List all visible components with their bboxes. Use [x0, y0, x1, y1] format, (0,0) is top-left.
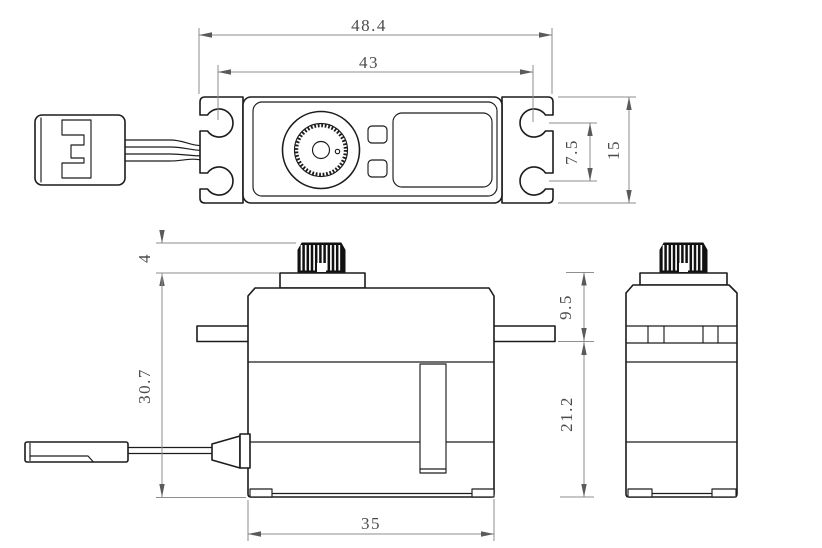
wire-assembly-front: [24, 433, 251, 469]
arrowhead: [626, 190, 632, 203]
foot: [627, 488, 653, 498]
detail-square: [367, 159, 388, 178]
dimension-mount-hole-pitch: 7.5: [549, 122, 597, 182]
arrowhead: [248, 531, 261, 537]
dimension-overall-height: 30.7: [135, 273, 246, 498]
output-spline-front: [297, 242, 346, 273]
connector-latch-line: [29, 455, 94, 463]
arrowhead: [581, 328, 587, 341]
servo-body-top: [242, 96, 503, 204]
dim-label-mount-hole-pitch: 7.5: [562, 139, 581, 165]
output-spline-top: [281, 110, 361, 190]
boss-plate-front: [279, 272, 366, 289]
wire: [124, 146, 208, 152]
spline-center-hole: [311, 140, 331, 160]
dimension-overall-width: 48.4: [198, 16, 553, 94]
case-feet-side: [627, 488, 737, 498]
arrowhead: [581, 342, 587, 355]
dimension-case-width: 15: [558, 96, 636, 204]
strain-relief-collar: [239, 433, 251, 469]
bearing-boss-circle: [281, 110, 361, 190]
case-detail-squares: [367, 125, 388, 178]
arrowhead: [587, 123, 593, 136]
connector-pins-icon: [61, 119, 92, 179]
flange-band-side: [625, 325, 738, 344]
dim-label-lower-height: 21.2: [557, 396, 576, 432]
spline-notch: [679, 263, 688, 272]
foot: [471, 488, 495, 498]
dim-label-overall-width: 48.4: [351, 16, 387, 35]
top-view: [34, 96, 554, 204]
connector-housing: [34, 114, 126, 186]
spline-outer-circle: [293, 122, 349, 178]
arrowhead: [581, 484, 587, 497]
dimension-mount-hole-span: 43: [217, 53, 534, 122]
wire: [124, 139, 208, 147]
mount-flange-right-front: [489, 325, 556, 343]
foot: [249, 488, 273, 498]
mount-flange-left-front: [196, 325, 253, 343]
spline-index-dot: [334, 148, 341, 155]
body-outline-side: [625, 284, 738, 498]
arrowhead: [159, 484, 165, 497]
boss-plate-side: [639, 272, 728, 286]
dim-label-case-width: 15: [604, 140, 623, 160]
detail-square: [367, 125, 388, 144]
servo-wires-top: [124, 139, 208, 162]
case-slot-front: [419, 363, 447, 474]
dim-label-spline-height: 4: [135, 253, 154, 263]
dim-label-mount-hole-span: 43: [359, 53, 379, 72]
body-outline-front: [247, 287, 495, 498]
dimension-upper-height: 9.5: [556, 272, 594, 342]
dimension-spline-height: 4: [135, 230, 296, 286]
arrowhead: [520, 69, 533, 75]
strain-relief-cone: [211, 435, 241, 469]
mounting-tab-right: [501, 96, 554, 204]
dim-label-upper-height: 9.5: [556, 294, 575, 320]
case-feet-front: [249, 488, 495, 498]
spline-teeth-ring: [294, 123, 348, 177]
wire: [124, 158, 208, 162]
connector-housing-front: [24, 441, 129, 463]
spline-notch: [317, 263, 326, 272]
arrowhead: [587, 168, 593, 181]
dim-label-overall-height: 30.7: [135, 368, 154, 404]
arrowhead: [159, 230, 165, 243]
output-spline-side: [659, 242, 708, 273]
arrowhead: [581, 272, 587, 286]
label-recess-top: [392, 112, 493, 188]
wire: [124, 153, 208, 157]
arrowhead: [539, 32, 552, 38]
mounting-tab-left: [199, 96, 244, 204]
connector-plug-top: [34, 114, 126, 186]
slot-outline: [419, 363, 447, 474]
body-outline-top: [242, 96, 503, 204]
dimension-lower-height: 21.2: [557, 341, 594, 498]
arrowhead: [218, 69, 231, 75]
arrowhead: [626, 97, 632, 110]
dimension-case-length: 35: [247, 499, 495, 541]
dim-label-case-length: 35: [361, 514, 381, 533]
arrowhead: [199, 32, 212, 38]
side-view: [625, 242, 738, 498]
front-view: [24, 242, 556, 498]
arrowhead: [481, 531, 494, 537]
case-top-face: [252, 101, 498, 197]
foot: [711, 488, 737, 498]
